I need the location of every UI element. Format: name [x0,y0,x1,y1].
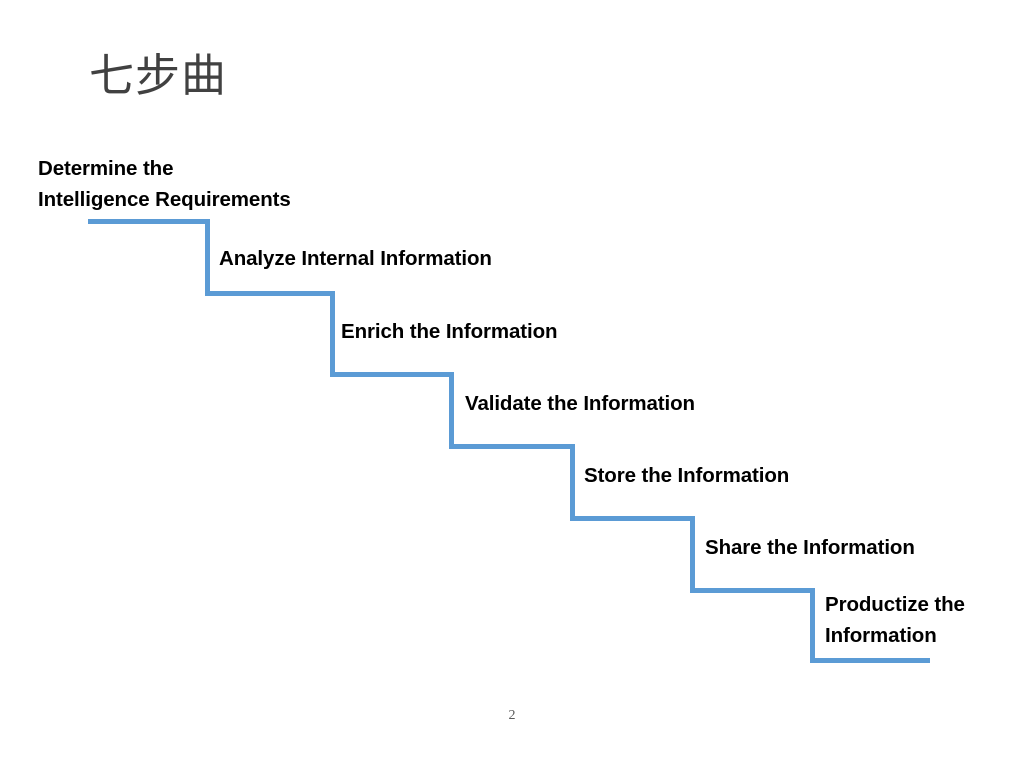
step-label-3: Enrich the Information [341,320,558,343]
stair-tread-3 [330,372,454,377]
stair-tread-2 [205,291,335,296]
stair-riser-3 [449,372,454,449]
step-label-5: Store the Information [584,464,790,487]
page-title: 七步曲 [89,50,228,101]
stair-riser-6 [810,588,815,663]
stair-riser-1 [205,219,210,296]
stair-riser-2 [330,291,335,377]
step-label-2: Analyze Internal Information [219,247,492,270]
step-label-6: Share the Information [705,536,915,559]
stair-tread-6 [690,588,815,593]
step-label-1: Determine the Intelligence Requirements [38,157,291,212]
stair-tread-7 [810,658,930,663]
step-label-4: Validate the Information [465,392,695,415]
stair-tread-5 [570,516,695,521]
stair-riser-4 [570,444,575,521]
step-label-7: Productize the Information [825,593,965,648]
page-number: 2 [508,708,516,723]
stair-riser-5 [690,516,695,593]
stair-tread-4 [449,444,575,449]
stair-tread-1 [88,219,210,224]
